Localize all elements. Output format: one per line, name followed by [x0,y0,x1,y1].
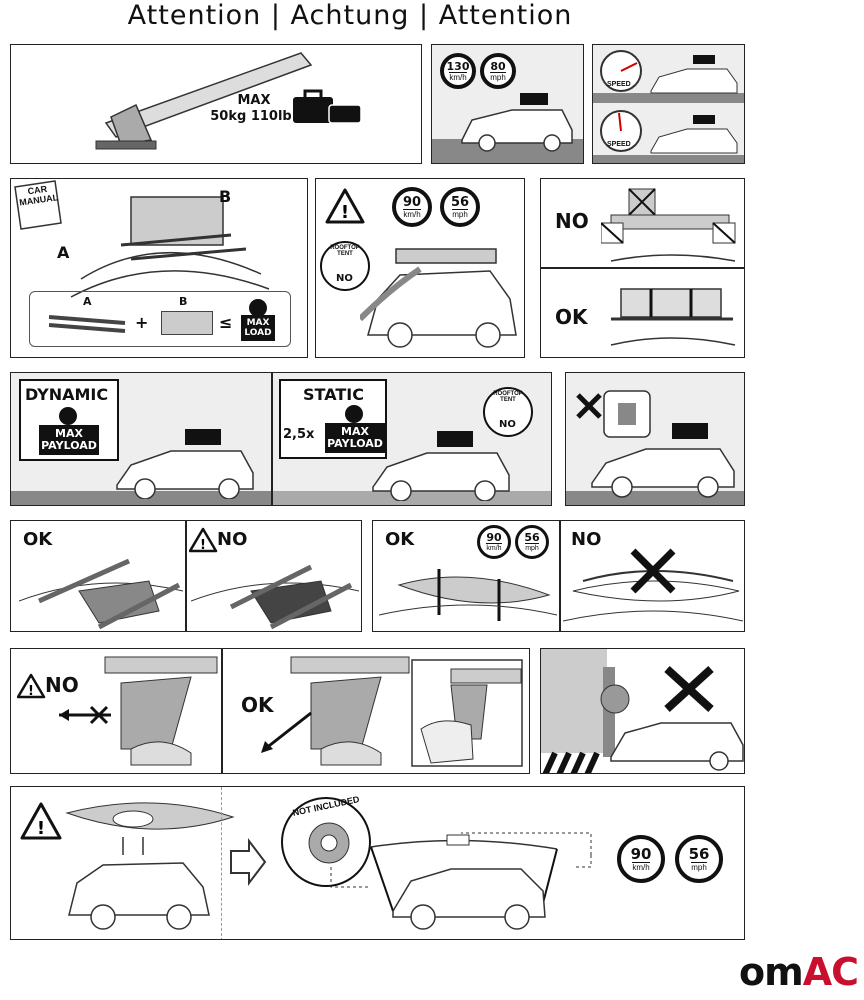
luggage-icon [293,89,362,124]
speedometer-icon [600,50,642,92]
panel-car-manual-load: CAR MANUAL B A A + B ≤ MAX LOAD [10,178,308,358]
max-label: MAX [237,93,271,108]
car-wash-illustration [541,649,744,773]
rooftop-tent-badge [483,387,533,437]
speed-sign-kmh: 90 km/h [392,187,432,227]
panel-max-load: MAX 50kg 110lb [10,44,422,164]
no-lock-key-icon [576,390,651,438]
panel-surfboard-ok-no: OK 90 km/h 56 mph NO [372,520,745,632]
speed-sign-mph: 56 mph [440,187,480,227]
suv-with-cargo-illustration [360,248,517,348]
label-a: A [57,243,70,262]
speed-sign-mph: 80 mph [480,53,516,89]
panel-kayak-strap: ! NOT INCLUDED 90 km/h 56 mph [10,786,745,940]
label-b: B [219,187,232,206]
svg-text:!: ! [37,818,45,839]
formula-b: B [179,295,188,308]
roof-bar-foot-illustration [95,52,313,150]
car-manual-book-icon [14,180,62,230]
speed-sign-mph: 56 mph [515,525,549,559]
tent-no-label: NO [499,419,516,430]
ok-label: OK [385,529,415,550]
roof-box-illustration [70,196,270,298]
weight-icon [345,405,363,423]
weight-icon [59,407,77,425]
speed-sign-kmh: 90 km/h [477,525,511,559]
surfboard-no-illustration [563,548,743,622]
plus-sign: + [135,313,149,332]
dynamic-label: DYNAMIC [25,385,109,404]
static-label: STATIC [303,385,364,404]
dynamic-payload-label: MAX PAYLOAD [39,425,99,455]
no-label: NO [217,529,248,550]
no-label: NO [555,209,589,233]
panel-sunroof-ok-no: OK ! NO [10,520,362,632]
svg-text:!: ! [200,538,206,553]
proper-load-illustration [610,288,736,346]
speed-sign-kmh: 130 km/h [440,53,476,89]
formula-a: A [83,295,92,308]
kayak-on-suv-illustration [65,802,235,930]
foot-pull-wrong-illustration [59,656,218,766]
ok-label: OK [555,305,588,329]
panel-speed-gauges: SPEED SPEED [592,44,745,164]
panel-no-ok-loading: NO OK [540,178,745,358]
speed-sign-mph: 56 mph [675,835,723,883]
ok-label: OK [241,693,274,717]
ok-label: OK [23,529,53,550]
car-with-roof-box-icon [591,423,735,498]
no-label: NO [571,529,602,550]
panel-rooftop-tent-speed: ! 90 km/h 56 mph ROOFTOP TENT NO [315,178,525,358]
speed-label-top: SPEED [607,81,631,88]
car-icon [650,115,738,154]
panel-no-car-wash-machine [540,648,745,774]
surfboard-ok-illustration [379,569,557,621]
panel-foot-tightening: ! NO OK [10,648,530,774]
roof-bars-icon [48,315,126,333]
svg-text:!: ! [341,202,349,223]
strap-roll-icon [308,822,350,864]
car-with-roof-box-icon [116,429,254,499]
load-box-icon [161,311,213,335]
bars-over-sunroof-illustration [191,564,359,630]
svg-text:!: ! [28,684,34,699]
panel-speed-130: 130 km/h 80 mph [431,44,584,164]
car-with-roof-box-icon [461,93,573,152]
max-load-label: MAX LOAD [241,315,275,341]
rooftop-tent-label: ROOFTOP TENT [493,391,523,403]
warning-icon: ! [20,802,62,840]
page-title: Attention | Achtung | Attention [127,0,573,31]
weight-icon [249,299,267,317]
rooftop-tent-label: ROOFTOP TENT [330,245,360,257]
car-strap-diagram [330,832,592,930]
warning-icon: ! [189,527,218,553]
warning-icon: ! [17,673,46,699]
brand-logo: omAC [739,950,859,994]
panel-no-car-wash [565,372,745,506]
tent-no-label: NO [336,273,353,284]
hand-tightening-illustration [411,659,523,767]
bars-clear-of-sunroof-illustration [19,558,183,630]
speed-sign-kmh: 90 km/h [617,835,665,883]
static-multiplier: 2,5x [283,427,315,442]
car-with-roof-box-icon [372,431,510,501]
rooftop-tent-badge [320,241,370,291]
no-label: NO [45,673,79,697]
overhanging-load-illustration [601,188,736,262]
arrow-right-icon [230,838,267,886]
speed-label-bottom: SPEED [607,141,631,148]
car-icon [650,55,738,94]
speedometer-icon [600,110,642,152]
less-equal-sign: ≤ [219,313,233,332]
warning-icon: ! [325,188,365,224]
static-payload-label: MAX PAYLOAD [325,423,385,453]
max-weight-value: 50kg 110lb [210,109,292,124]
load-formula-box [29,291,291,347]
panel-dynamic-static: DYNAMIC MAX PAYLOAD STATIC 2,5x MAX PAYL… [10,372,552,506]
foot-pull-correct-illustration [261,656,410,766]
